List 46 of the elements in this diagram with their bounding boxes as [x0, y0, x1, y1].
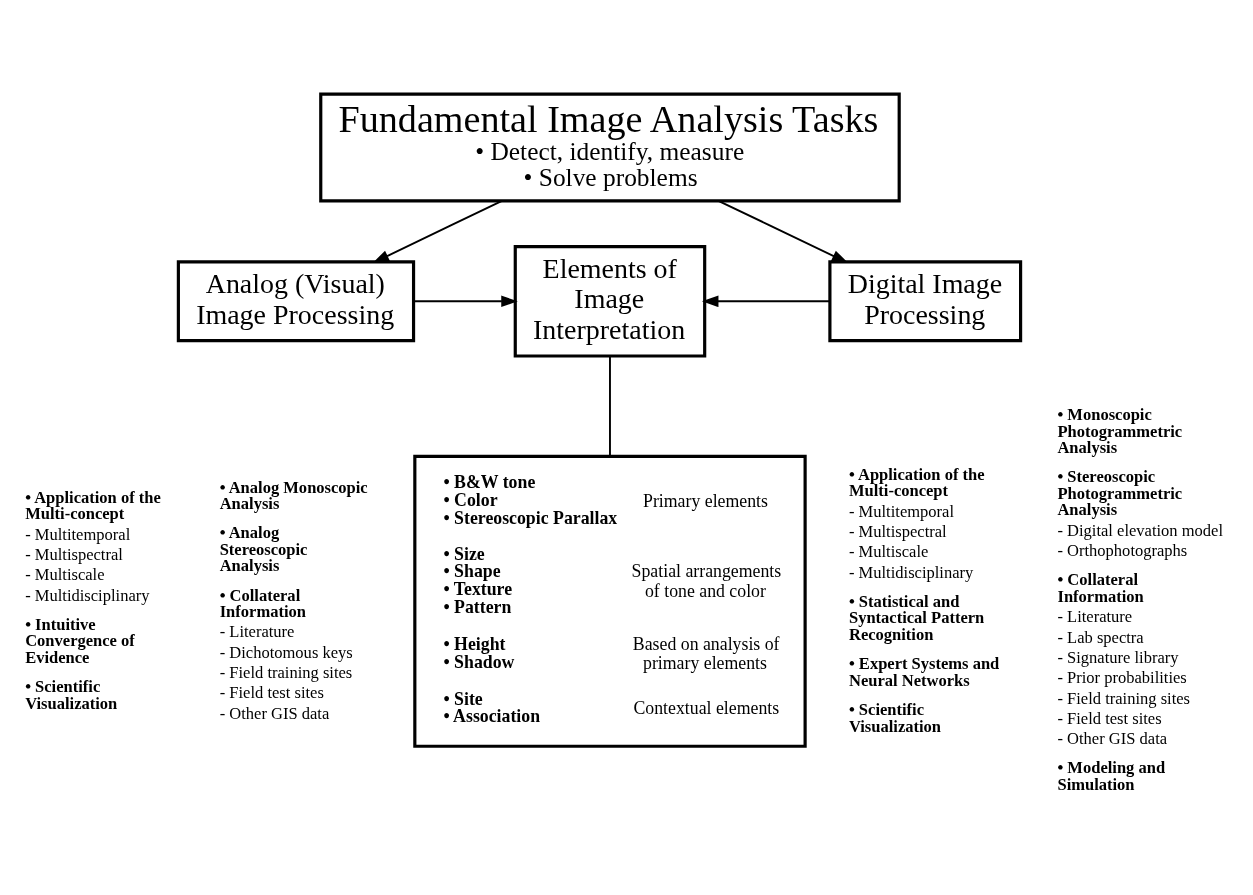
label: • Modeling and Simulation — [1057, 758, 1166, 794]
arrow — [372, 200, 503, 264]
label: - Prior probabilities — [1057, 668, 1187, 688]
label: - Multispectral — [848, 522, 947, 541]
label: - Digital elevation model — [1057, 520, 1224, 540]
label: - Multidisciplinary — [848, 562, 974, 582]
label: - Multitemporal — [25, 524, 131, 544]
label: • Stereoscopic Photogrammetric Analysis — [1057, 467, 1183, 520]
node-box: Digital Image Processing — [828, 260, 1023, 343]
label: - Lab spectra — [1057, 627, 1144, 647]
node-box: Fundamental Image Analysis Tasks • Detect, identify, measure • Solve problems — [319, 92, 901, 203]
label: - Field training sites — [219, 663, 353, 683]
label: - Multiscale — [25, 565, 105, 585]
label: - Multispectral — [25, 544, 123, 564]
node-box: Analog (Visual) Image Processing — [176, 260, 416, 343]
label: • Scientific Visualization — [848, 699, 942, 736]
label: - Dichotomous keys — [219, 642, 353, 662]
label: - Field training sites — [1057, 688, 1191, 708]
label: - Orthophotographs — [1057, 541, 1188, 561]
label: - Multidisciplinary — [25, 585, 150, 605]
node-box: • B&W tone • Color • Stereoscopic Parallax Primary elements • Size • Shape • Texture • Pattern Spatial arrangements of tone and color • Height • Shadow Based on analysis of primary elements • Site • Association Contextual elements — [413, 454, 807, 748]
label: • Collateral Information — [1057, 570, 1144, 606]
label: • Application of the Multi-concept — [848, 464, 985, 501]
label: - Literature — [219, 622, 295, 642]
label: - Multitemporal — [848, 501, 955, 521]
label: - Other GIS data — [1057, 729, 1168, 749]
label: - Field test sites — [1057, 708, 1162, 728]
label: - Signature library — [1057, 647, 1179, 667]
label: • Application of the Multi-concept — [25, 487, 161, 524]
label: • Collateral Information — [219, 585, 306, 622]
label: - Field test sites — [219, 683, 324, 703]
arrow — [412, 295, 518, 308]
arrow — [701, 295, 831, 308]
label: • Expert Systems and Neural Networks — [848, 654, 1000, 690]
label: • Statistical and Syntactical Pattern Recognition — [848, 591, 985, 644]
label: - Multiscale — [848, 542, 929, 562]
label: • Analog Stereoscopic Analysis — [219, 523, 308, 576]
label: • Scientific Visualization — [25, 677, 118, 713]
label: - Literature — [1057, 607, 1133, 627]
node-box: Elements of Image Interpretation — [513, 245, 707, 358]
label: - Other GIS data — [219, 703, 330, 723]
label: • Intuitive Convergence of Evidence — [25, 614, 135, 667]
arrow — [717, 200, 849, 264]
label: • Monoscopic Photogrammetric Analysis — [1057, 405, 1183, 458]
connector — [609, 355, 611, 458]
label: • Analog Monoscopic Analysis — [219, 477, 368, 514]
